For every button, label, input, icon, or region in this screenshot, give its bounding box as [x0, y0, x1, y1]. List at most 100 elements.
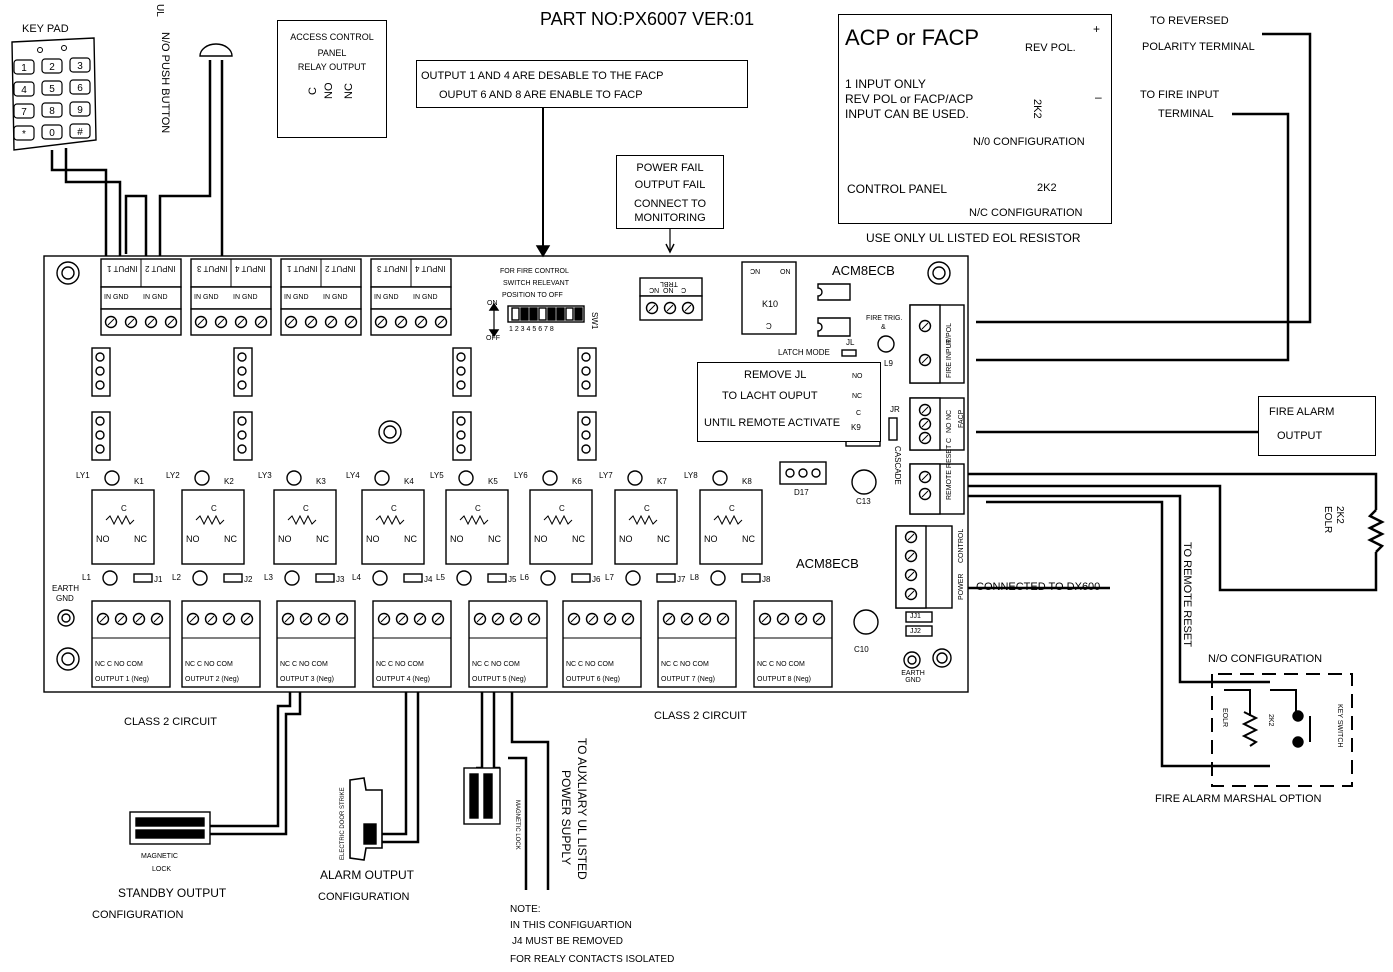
output-terms-label: NC C NO COM [185, 661, 233, 668]
header-pin [456, 430, 466, 440]
key-switch-contact [1292, 710, 1304, 722]
wire [210, 684, 292, 828]
mag-lock-1: MAGNETIC [141, 853, 178, 860]
screw-slot [107, 318, 115, 326]
header-pin [237, 366, 247, 376]
j-label: J1 [154, 575, 163, 584]
header-pin [95, 380, 105, 390]
screw-slot [570, 615, 578, 623]
relay-nc-label: NC [404, 534, 417, 544]
mounting-hole-inner [932, 266, 946, 280]
input-label: INPUT 2 [325, 264, 356, 273]
header-pin [95, 366, 105, 376]
marshal-2k2: 2K2 [1267, 714, 1274, 727]
access-term-no: NO [323, 82, 335, 100]
remote-reset-term: REMOTE RESET [946, 444, 953, 500]
wire [210, 684, 302, 836]
keypad-key [69, 123, 91, 139]
parts [43, 43, 1304, 861]
ly-label: LY3 [258, 471, 272, 480]
relay-no-label: NO [619, 534, 633, 544]
eolr-value: 2K2 [1334, 506, 1345, 524]
jj2-label: JJ2 [910, 628, 921, 635]
k10-relay [741, 261, 797, 335]
screw-slot [921, 322, 929, 330]
push-button-icon [199, 43, 233, 57]
input-label: INPUT 1 [107, 264, 138, 273]
mag-lock-bar [135, 817, 205, 827]
screw-slot [197, 318, 205, 326]
screw-slot [257, 318, 265, 326]
j-jumper [133, 573, 153, 583]
relay-k1 [91, 489, 155, 565]
note-line-3: J4 MUST BE REMOVED [512, 936, 623, 947]
screw-slot [338, 615, 346, 623]
facp-resistor-1: 2K2 [1031, 99, 1043, 119]
output-terms-label: NC C NO COM [472, 661, 520, 668]
keypad-key-label: 7 [21, 107, 27, 118]
screw-slot [907, 552, 915, 560]
screw-slot [907, 571, 915, 579]
ic-chip [817, 317, 851, 337]
header-pin [95, 416, 105, 426]
screw-slot [117, 615, 125, 623]
mag-lock-bar [483, 773, 493, 819]
header-pin [581, 444, 591, 454]
screw-slot [284, 615, 292, 623]
marshal-no-config: N/O CONFIGURATION [1208, 653, 1323, 665]
wire [476, 684, 484, 770]
relay-coil [287, 514, 317, 526]
relay-k8 [699, 489, 763, 565]
j-label: J4 [424, 575, 433, 584]
marshal-resistor [1241, 711, 1259, 747]
j-jumper [571, 573, 591, 583]
screw-slot [665, 615, 673, 623]
fire-alarm-line-2: OUTPUT [1277, 430, 1323, 442]
ly-led [458, 470, 474, 486]
marshal-eolr: EOLR [1221, 708, 1228, 728]
l-led [710, 570, 726, 586]
strike-label: ELECTRIC DOOR STRIKE [340, 787, 346, 860]
note-line-4: FOR REALY CONTACTS ISOLATED [510, 954, 675, 965]
relay-nc-label: NC [316, 534, 329, 544]
relay-c-label: C [121, 504, 127, 513]
class2-left: CLASS 2 CIRCUIT [124, 716, 217, 728]
power-fail-line: CONNECT TO [633, 198, 707, 210]
dip-arrowheads [488, 302, 500, 338]
fire-trig-label: FIRE TRIG. [866, 315, 903, 322]
l9-led [877, 335, 895, 353]
sw-name: SW1 [590, 312, 599, 330]
dip-lever [511, 307, 520, 321]
screw-slot [167, 318, 175, 326]
output-name-label: OUTPUT 2 (Neg) [185, 676, 239, 683]
sw-title-2: SWITCH RELEVANT [503, 280, 569, 287]
l-label: L7 [605, 573, 614, 582]
mag-lock-2: LOCK [152, 866, 172, 873]
screw-slot [127, 318, 135, 326]
screw-slot [207, 615, 215, 623]
k10-label: K10 [762, 299, 779, 309]
keypad-key [69, 101, 91, 117]
earth-terminal-inner [907, 655, 917, 665]
keypad-key [41, 80, 63, 96]
keypad-key-label: 1 [21, 63, 27, 74]
output-terms-label: NC C NO COM [376, 661, 424, 668]
l-label: L4 [352, 573, 361, 582]
wire [50, 150, 108, 258]
access-title-3: RELAY OUTPUT [297, 62, 367, 72]
relay-c-label: C [729, 504, 735, 513]
facp-nc-config: N/C CONFIGURATION [969, 207, 1083, 219]
ly-label: LY6 [514, 471, 528, 480]
header-pin [237, 444, 247, 454]
board-name-mid: ACM8ECB [796, 556, 859, 571]
alarm-line-2: CONFIGURATION [318, 891, 410, 903]
relay-no-label: NO [366, 534, 380, 544]
wire [968, 494, 1270, 684]
sw-title-3: POSITION TO OFF [502, 292, 563, 299]
fire-input-line-2: TERMINAL [1158, 108, 1214, 120]
screw-slot [476, 615, 484, 623]
facp-minus: – [1095, 90, 1102, 104]
dip-lever [538, 307, 547, 321]
screw-slot [347, 318, 355, 326]
relay-nc-label: NC [224, 534, 237, 544]
